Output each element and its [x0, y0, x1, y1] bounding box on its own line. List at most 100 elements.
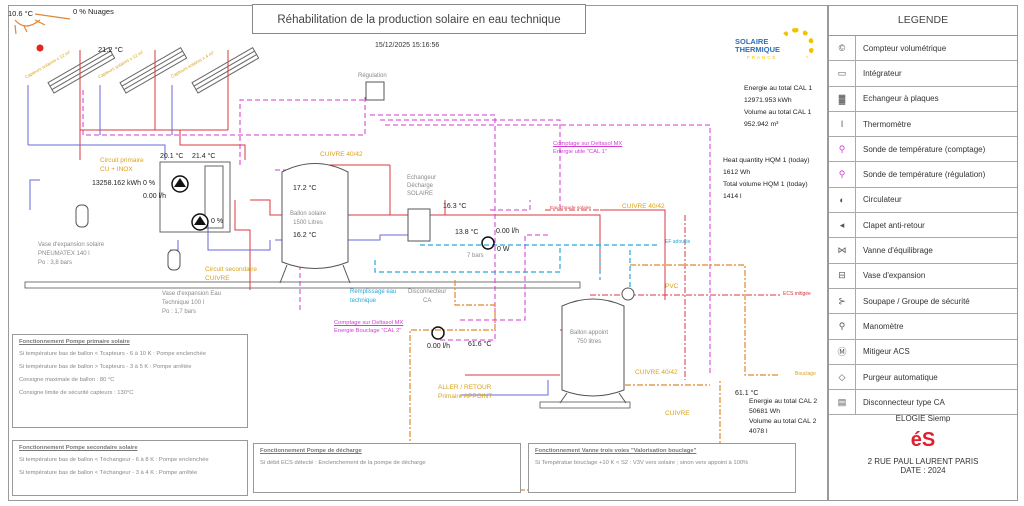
appoint-tank-label: Ballon appoint 750 litres: [570, 329, 608, 347]
cal2-note: Comptage sur Deltasol MX Energie Bouclag…: [334, 319, 403, 335]
timestamp: 15/12/2025 15:16:56: [375, 42, 440, 49]
balancing-valve-icon: ⋈: [829, 238, 856, 263]
mixer-icon: Ⓜ: [829, 339, 856, 364]
expansion-tech-label: Vase d'expansion Eau Technique 100 l Po …: [162, 290, 221, 317]
info-box-title: Fonctionnement Pompe de décharge: [260, 448, 362, 454]
station-exchanger: [204, 165, 224, 229]
company-block: ELOGIE Siemp éS 2 RUE PAUL LAURENT PARIS…: [829, 414, 1017, 475]
legend-item-label: Vanne d'équilibrage: [863, 246, 933, 256]
legend-item-label: Purgeur automatique: [863, 372, 938, 382]
primary-circuit-line1: Circuit primaire: [100, 157, 144, 164]
cal2-energy-label: Energie au total CAL 2: [749, 398, 818, 405]
legend-item-label: Echangeur à plaques: [863, 94, 939, 104]
expansion-vessel-tech: [167, 249, 181, 271]
cal2-note-line1: Comptage sur Deltasol MX: [334, 320, 404, 326]
info-line: Consigne limite de sécurité capteurs : 1…: [19, 390, 134, 396]
expansion-vessel-icon: ⊟: [829, 263, 856, 288]
info-line: Si température bas de ballon < Tcapteurs…: [19, 351, 206, 357]
pipe-ecs: ECS mitigée: [783, 291, 811, 297]
check-valve-icon: ◂: [829, 213, 856, 238]
regulation-sensor-icon: ⚲: [829, 162, 856, 187]
collector-panels: [47, 46, 260, 94]
expansion-vessel-solar: [75, 204, 89, 228]
legend-item: ▭Intégrateur: [829, 61, 1017, 87]
circulator-pump-1: [171, 175, 189, 193]
fill-line1: Remplissage eau: [350, 289, 397, 295]
info-line: Si Températue bouclage +10 K < S2 : V3V …: [535, 460, 749, 466]
collector-temp: 21.2 °C: [98, 45, 124, 54]
primary-pump-pct: 0 %: [143, 180, 156, 187]
discharge-pump: [481, 236, 495, 250]
exchanger-line2: Décharge: [407, 183, 434, 189]
company-name: ELOGIE Siemp: [895, 414, 951, 423]
circulator-pump-2: [191, 213, 209, 231]
discharge-exchanger: [407, 208, 431, 242]
cloud-cover: 0 % Nuages: [73, 7, 114, 16]
volume-meter-icon: ©: [829, 36, 856, 61]
loop-return-temp: 61.1 °C: [735, 390, 759, 397]
tank-pipe-label: CUIVRE 40/42: [320, 151, 363, 158]
brand-sun-icon: [778, 28, 814, 64]
expansion-solar-label: Vase d'expansion solaire PNEUMATEX 140 l…: [38, 241, 104, 268]
loop-flow: 0.00 l/h: [427, 343, 450, 350]
cal2-volume-label: Volume au total CAL 2: [749, 418, 817, 425]
legend-item: ⋈ Vanne d'équilibrage: [829, 238, 1017, 264]
primary-circuit-label: Circuit primaire CU + INOX: [100, 156, 144, 174]
pipe-hot-solar: Eau chaude solaire: [550, 206, 592, 211]
company-address: 2 RUE PAUL LAURENT PARIS: [867, 457, 979, 466]
safety-valve-icon: ⊱: [829, 288, 856, 314]
air-vent-icon: ◇: [829, 364, 856, 390]
hqm1-volume-label: Total volume HQM 1 (today): [723, 181, 808, 188]
info-box-title: Fonctionnement Vanne trois voies "Valori…: [535, 448, 697, 454]
legend-panel: LEGENDE ©Compteur volumétrique▭Intégrate…: [828, 5, 1018, 501]
expansion-solar-line1: Vase d'expansion solaire: [38, 242, 105, 248]
brand-line1: SOLAIRE: [735, 37, 769, 46]
legend-item: ◇ Purgeur automatique: [829, 364, 1017, 391]
hqm1-heat-label: Heat quantity HQM 1 (today): [723, 157, 810, 164]
cal2-note-line2: Energie Bouclage "CAL 2": [334, 328, 402, 334]
cal2-volume-value: 4078 l: [749, 428, 768, 435]
legend-item-label: Thermomètre: [863, 119, 912, 129]
expansion-tech-line2: Technique 100 l: [162, 300, 205, 306]
hqm1-readout: Heat quantity HQM 1 (today) 1612 Wh Tota…: [723, 155, 810, 203]
expansion-tech-line1: Vase d'expansion Eau: [162, 291, 222, 297]
exchanger-label: Echangeur Décharge SOLAIRE: [407, 174, 436, 198]
cal2-readout: Energie au total CAL 2 50681 Wh Volume a…: [749, 397, 817, 437]
fill-line2: technique: [350, 298, 377, 304]
outdoor-temp: 10.6 °C: [8, 9, 34, 18]
appoint-label: ALLER / RETOUR Primaire APPOINT: [438, 383, 492, 401]
appoint-line2: Primaire APPOINT: [438, 393, 493, 400]
primary-energy-value: 13258.162 kWh: [92, 180, 142, 187]
info-line: Consigne maximale de ballon : 80 °C: [19, 377, 115, 383]
company-date: DATE : 2024: [900, 466, 946, 475]
info-line: Si température bas de ballon < Téchangeu…: [19, 457, 209, 463]
regulation-label: Régulation: [358, 73, 387, 79]
cal1-volume-label: Volume au total CAL 1: [744, 109, 812, 116]
legend-item: ⊟Vase d'expansion: [829, 263, 1017, 289]
ground-slab: [24, 281, 631, 409]
legend-item-label: Circulateur: [863, 195, 902, 205]
ecs-pipes: [545, 209, 780, 380]
legend-item-label: Soupape / Groupe de sécurité: [863, 296, 970, 306]
exchanger-line1: Echangeur: [407, 175, 437, 181]
brand-line2: THERMIQUE: [735, 45, 780, 54]
info-box-title: Fonctionnement Pompe secondaire solaire: [19, 445, 138, 451]
info-box-secondary-pump: Fonctionnement Pompe secondaire solaire …: [12, 440, 248, 496]
cal1-note: Comptage sur Deltasol MX Energie utile "…: [553, 140, 622, 156]
counting-sensor-icon: ⚲: [829, 137, 856, 162]
legend-item-label: Compteur volumétrique: [863, 43, 947, 53]
appoint-tank-line1: Ballon appoint: [570, 330, 609, 336]
legend-item-label: Intégrateur: [863, 68, 902, 78]
exchanger-temp-hot: 16.3 °C: [443, 203, 467, 210]
collector-cold-pipes: [27, 85, 549, 396]
expansion-tech-line3: Po : 1,7 bars: [162, 309, 197, 315]
primary-flow: 0.00 l/h: [143, 193, 166, 200]
cold-water-pipes: [374, 244, 660, 290]
legend-item-label: Clapet anti-retour: [863, 220, 925, 230]
secondary-circuit-line1: Circuit secondaire: [205, 266, 258, 273]
collector-hot-pipes: [79, 50, 666, 376]
cal1-energy-value: 12971.953 kWh: [744, 97, 792, 104]
appoint-tank-shape: [559, 298, 627, 404]
solar-tank-line1: Ballon solaire: [290, 211, 327, 217]
